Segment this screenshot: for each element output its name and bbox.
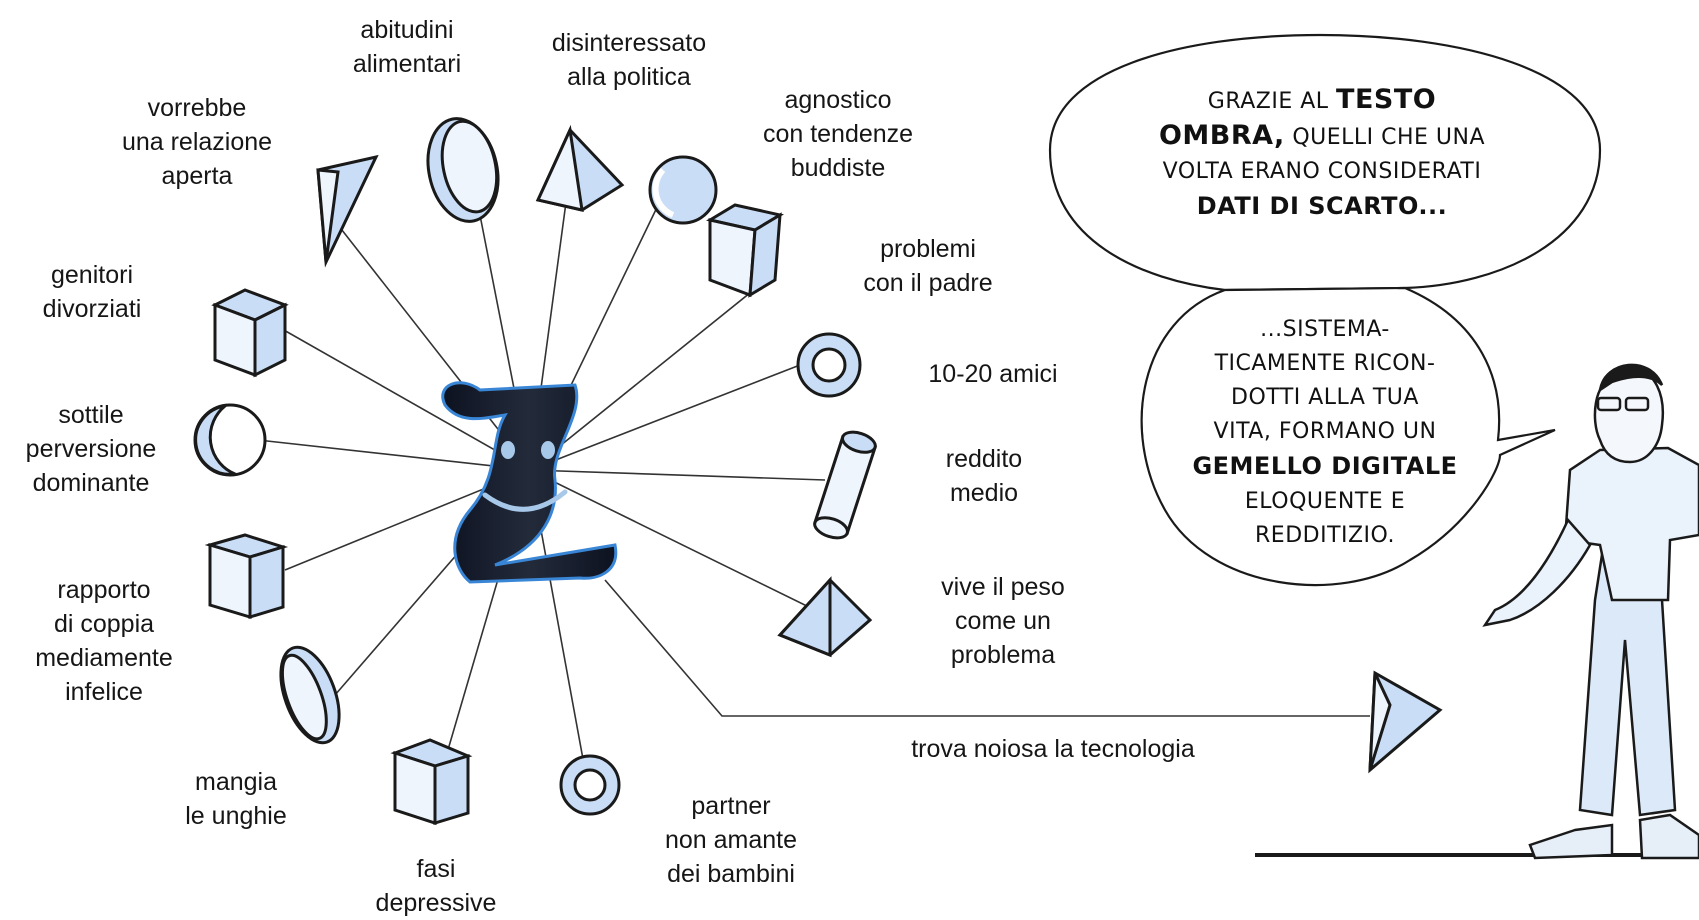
- cylinder-icon: [813, 430, 877, 540]
- attribute-shapes: [193, 117, 1443, 826]
- disc-icon: [279, 645, 341, 745]
- speech-bubbles: [1048, 33, 1602, 587]
- cube-icon: [390, 738, 473, 826]
- sphere-icon: [193, 403, 267, 477]
- cube-icon: [204, 533, 289, 620]
- presenter-figure: [1255, 363, 1699, 860]
- cube-icon: [211, 288, 289, 378]
- ring-icon: [559, 754, 621, 816]
- disc-icon: [426, 117, 500, 223]
- sphere-icon: [648, 155, 718, 225]
- ring-icon: [796, 332, 862, 398]
- speech-bubble-top: [1048, 33, 1602, 292]
- pyramid-icon: [316, 154, 379, 268]
- speech-bubble-bottom: [1140, 286, 1556, 587]
- speech-bubble-bottom-text: ...SISTEMA- TICAMENTE RICON- DOTTI ALLA …: [1192, 317, 1458, 548]
- pyramid-icon: [1368, 670, 1443, 774]
- label-tecnologia: trova noiosa la tecnologia: [911, 735, 1195, 763]
- speech-bubble-top-text: GRAZIE AL TESTO OMBRA, QUELLI CHE UNA VO…: [1158, 84, 1486, 220]
- scroll-face-icon: [441, 381, 618, 584]
- pyramid-icon: [777, 576, 873, 658]
- pyramid-icon: [535, 124, 625, 212]
- label-amici: 10-20 amici: [928, 360, 1058, 388]
- cube-icon: [706, 203, 784, 298]
